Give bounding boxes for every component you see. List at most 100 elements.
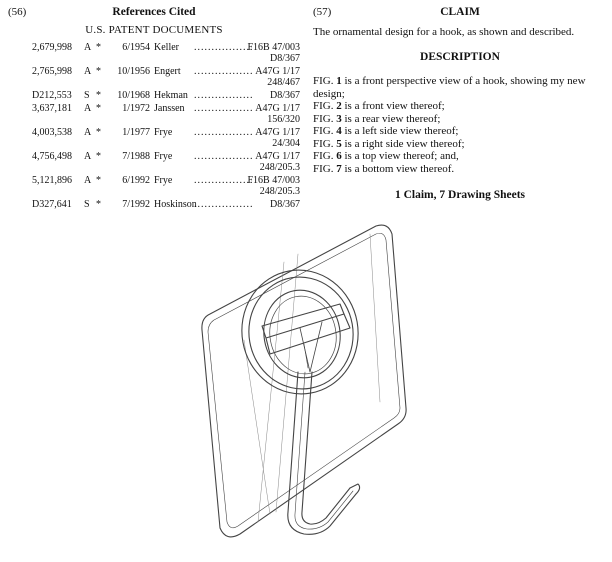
inventor-name: Frye <box>154 127 173 138</box>
classification: F16B 47/003 <box>247 42 300 53</box>
kind-code: A <box>84 42 92 53</box>
hook-drawing <box>201 224 407 538</box>
kind-code: A <box>84 175 92 186</box>
patent-date: 7/1988 <box>122 151 150 162</box>
description-list: FIG. 1 is a front perspective view of a … <box>313 75 607 175</box>
hinge-lever <box>261 303 345 339</box>
leader-dots: ........................................ <box>194 42 254 53</box>
classification: A47G 1/17 <box>255 151 300 162</box>
leader-dots: ........................................ <box>194 66 254 77</box>
claim-section: (57) CLAIM The ornamental design for a h… <box>313 6 607 201</box>
reference-row: 4,756,498 A * 7/1988 Frye...................… <box>8 151 300 173</box>
figure-description: FIG. 7 is a bottom view thereof. <box>313 163 607 176</box>
classification: A47G 1/17 <box>255 66 300 77</box>
kind-code: A <box>84 151 92 162</box>
patent-date: 10/1968 <box>117 90 150 101</box>
reference-row: 5,121,896A*6/1992Frye...................… <box>8 175 300 197</box>
figure-number: 4 <box>336 125 342 137</box>
figure-number: 1 <box>336 75 342 87</box>
backing-plate-outline <box>201 224 407 538</box>
leader-dots: ........................................ <box>194 127 254 138</box>
figure-prefix: FIG. <box>313 125 337 137</box>
classification-secondary: 24/304 <box>272 138 300 149</box>
reflection-lines <box>243 233 381 523</box>
reference-row: 3,637,181 A * 1/1972 Janssen................… <box>8 103 300 125</box>
classification: F16B 47/003 <box>247 175 300 186</box>
classification-secondary: 248/205.3 <box>259 162 300 173</box>
references-title: References Cited <box>112 6 196 18</box>
cited-by-examiner-mark: * <box>96 199 101 210</box>
figure-text: is a rear view thereof; <box>341 112 441 125</box>
kind-code: S <box>84 199 90 210</box>
classification: A47G 1/17 <box>255 127 300 138</box>
figure-text: is a right side view thereof; <box>341 137 465 150</box>
patent-number: 4,756,498 <box>32 151 72 162</box>
kind-code: A <box>84 127 92 138</box>
classification-secondary: D8/367 <box>270 53 300 64</box>
inventor-name: Frye <box>154 175 173 186</box>
figure-prefix: FIG. <box>313 100 337 112</box>
patent-number: D327,641 <box>32 199 72 210</box>
figure-text: is a front view thereof; <box>341 100 445 112</box>
cited-by-examiner-mark: * <box>96 90 101 101</box>
references-header: (56) References Cited <box>8 6 300 22</box>
claim-text: The ornamental design for a hook, as sho… <box>313 26 575 38</box>
cited-by-examiner-mark: * <box>96 103 101 114</box>
cited-by-examiner-mark: * <box>96 42 101 53</box>
patent-date: 6/1954 <box>122 42 150 53</box>
claims-sheets-summary: 1 Claim, 7 Drawing Sheets <box>394 189 525 201</box>
patent-number: D212,553 <box>32 90 72 101</box>
inventor-name: Hoskinson <box>154 199 197 210</box>
leader-dots: ........................................ <box>194 175 254 186</box>
figure-prefix: FIG. <box>313 75 337 87</box>
claim-header: (57) CLAIM <box>313 6 607 22</box>
backing-plate-inner-edge <box>207 232 401 529</box>
leader-dots: ........................................ <box>194 90 254 101</box>
patent-date: 1/1977 <box>122 127 150 138</box>
inventor-name: Janssen <box>154 103 185 114</box>
figure-description: FIG. 5 is a right side view thereof; <box>313 138 607 151</box>
figure-number: 6 <box>336 150 342 162</box>
figure-text: is a bottom view thereof. <box>341 162 455 175</box>
patent-number: 2,679,998 <box>32 42 72 53</box>
patent-number: 2,765,998 <box>32 66 72 77</box>
figure-prefix: FIG. <box>313 112 337 125</box>
classification: A47G 1/17 <box>255 103 300 114</box>
claim-title: CLAIM <box>440 6 480 18</box>
classification-secondary: 156/320 <box>267 114 300 125</box>
cited-by-examiner-mark: * <box>96 127 101 138</box>
cited-by-examiner-mark: * <box>96 175 101 186</box>
figure-text: is a front perspective view of a hook, s… <box>313 75 586 100</box>
claim-number: (57) <box>313 6 332 18</box>
patent-date: 1/1972 <box>122 103 150 114</box>
leader-dots: ........................................ <box>194 103 254 114</box>
figure-description: FIG. 6 is a top view thereof; and, <box>313 150 607 163</box>
kind-code: A <box>84 103 92 114</box>
classification-secondary: 248/205.3 <box>259 186 300 197</box>
inventor-name: Hekman <box>154 90 188 101</box>
figure-number: 7 <box>336 162 342 175</box>
figure-description: FIG. 3 is a rear view thereof; <box>313 113 607 126</box>
references-section: (56) References Cited U.S. PATENT DOCUME… <box>8 6 300 212</box>
figure-number: 5 <box>336 137 342 150</box>
patent-number: 4,003,538 <box>32 127 72 138</box>
kind-code: A <box>84 66 92 77</box>
figure-description: FIG. 2 is a front view thereof; <box>313 100 607 113</box>
classification: D8/367 <box>270 90 300 101</box>
leader-dots: ........................................ <box>194 199 254 210</box>
figure-prefix: FIG. <box>313 150 337 162</box>
patent-number: 5,121,896 <box>32 175 72 186</box>
references-subtitle: U.S. PATENT DOCUMENTS <box>85 24 223 36</box>
reference-row: 4,003,538 A * 1/1977 Frye...................… <box>8 127 300 149</box>
inventor-name: Frye <box>154 151 173 162</box>
leader-dots: ........................................ <box>194 151 254 162</box>
figure-prefix: FIG. <box>313 137 337 150</box>
cited-by-examiner-mark: * <box>96 151 101 162</box>
patent-number: 3,637,181 <box>32 103 72 114</box>
figure-text: is a left side view thereof; <box>341 125 459 137</box>
